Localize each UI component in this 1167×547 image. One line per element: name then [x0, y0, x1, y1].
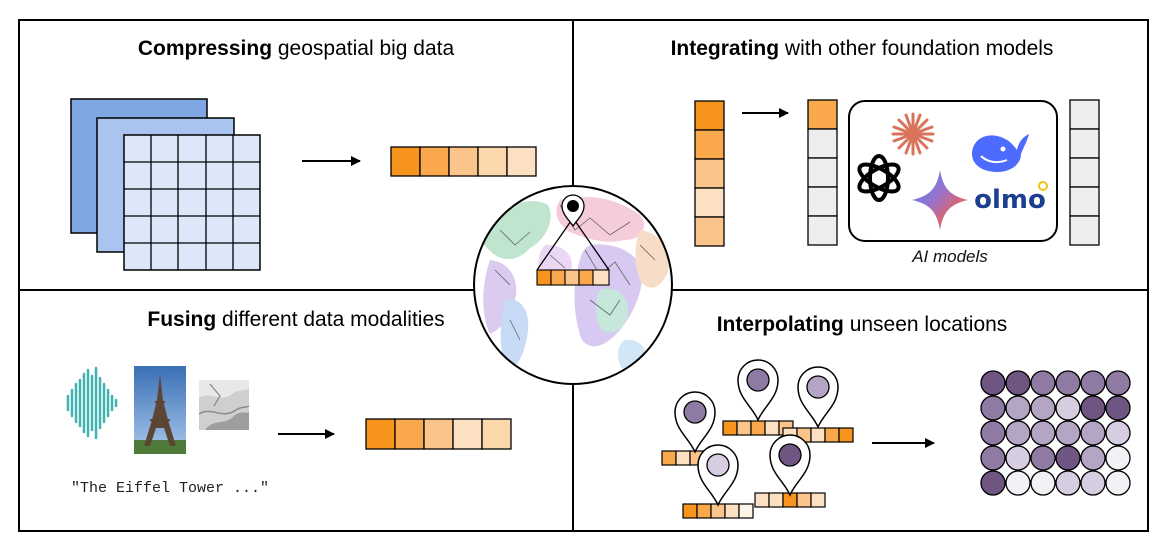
- panel-interpolate-title-rest: unseen locations: [844, 313, 1007, 336]
- panel-fuse: Fusing different data modalities: [66, 308, 512, 497]
- panel-integrate-title-rest: with other foundation models: [779, 37, 1053, 60]
- globe-icon: [473, 185, 673, 385]
- location-pin-icon: [769, 434, 811, 497]
- panel-integrate: Integrating with other foundation models: [671, 37, 1100, 266]
- claude-logo-icon: [891, 112, 935, 156]
- ai-models-box: [848, 100, 1058, 242]
- panel-fuse-title-rest: different data modalities: [216, 308, 444, 331]
- text-sample: "The Eiffel Tower ...": [71, 480, 269, 497]
- olmo-logo-text: olmo: [974, 185, 1046, 215]
- embedding-vector-vertical: [694, 100, 725, 247]
- openai-logo-icon: [857, 154, 901, 202]
- location-pin-icon: [797, 366, 839, 429]
- panel-fuse-title-bold: Fusing: [147, 308, 216, 331]
- ai-models-label: AI models: [911, 247, 988, 266]
- location-pin-icon: [674, 391, 716, 454]
- panel-compress: Compressing geospatial big data: [70, 37, 537, 271]
- deepseek-whale-icon: [972, 134, 1029, 172]
- panel-integrate-title: Integrating with other foundation models: [671, 37, 1054, 60]
- eiffel-tower-photo-icon: [134, 366, 186, 454]
- panel-interpolate: Interpolating unseen locations: [661, 313, 1131, 519]
- panel-interpolate-title: Interpolating unseen locations: [717, 313, 1008, 336]
- embedding-vector-small: [536, 269, 610, 286]
- outer-frame: [18, 19, 1149, 532]
- olmo-logo-icon: olmo: [974, 181, 1048, 215]
- location-vectors: [661, 420, 854, 519]
- embedding-vector: [390, 146, 537, 177]
- panel-compress-title-bold: Compressing: [138, 37, 272, 60]
- panel-interpolate-title-bold: Interpolating: [717, 313, 844, 336]
- panel-compress-title: Compressing geospatial big data: [138, 37, 455, 60]
- gemini-logo-icon: [912, 170, 968, 230]
- panel-compress-title-rest: geospatial big data: [272, 37, 454, 60]
- fan-line-left: [536, 217, 574, 271]
- embedding-vector: [365, 418, 512, 450]
- panel-integrate-title-bold: Integrating: [671, 37, 780, 60]
- token-sequence-output: [1069, 99, 1100, 246]
- panel-fuse-title: Fusing different data modalities: [147, 308, 444, 331]
- raster-grid-front: [123, 134, 261, 271]
- audio-waveform-icon: [66, 366, 118, 440]
- fan-line-right: [572, 217, 610, 271]
- location-pin-icon: [737, 359, 779, 422]
- location-pin-icon: [697, 444, 739, 507]
- location-pin-icon: [561, 194, 585, 228]
- interpolated-grid: [980, 370, 1131, 496]
- token-sequence-input: [807, 99, 838, 246]
- terrain-map-icon: [198, 380, 250, 430]
